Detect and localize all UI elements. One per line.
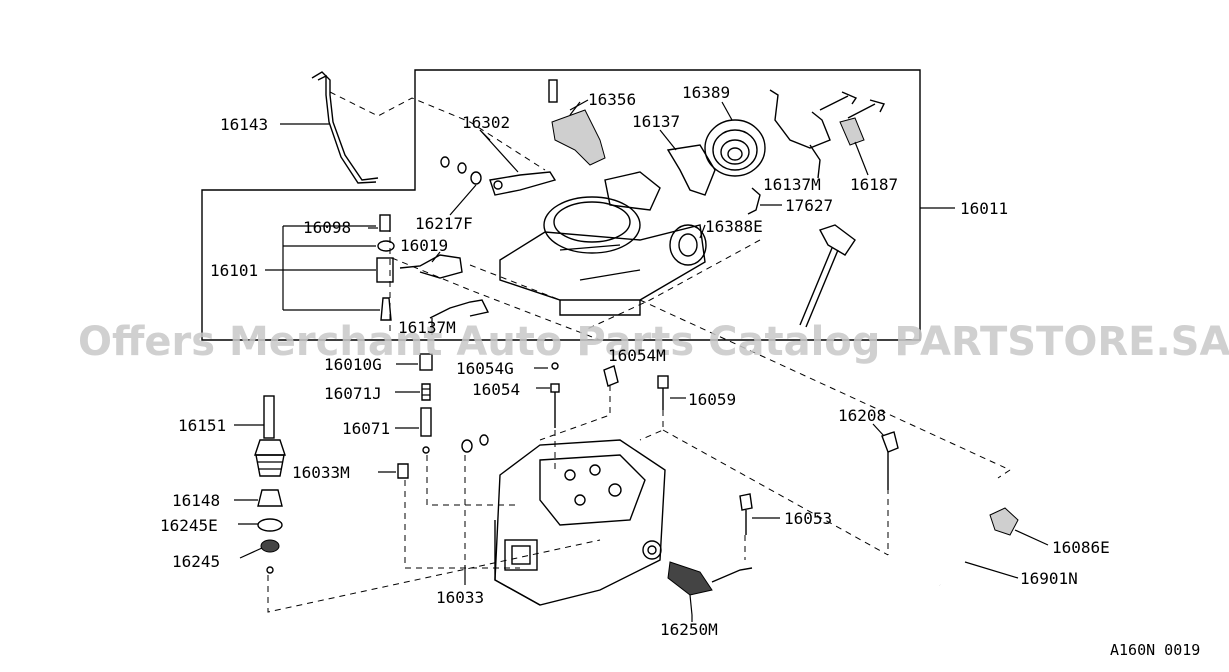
part-16208-lower [872,423,899,490]
part-16901n-hose [938,464,1001,586]
label-16388e: 16388E [705,217,763,236]
part-16901n-hose-inner [937,462,1002,586]
label-16019: 16019 [400,236,448,255]
label-16137: 16137 [632,112,680,131]
label-16250m: 16250M [660,620,718,639]
part-16217f-washers [440,156,482,216]
leader-16019 [431,251,441,263]
label-17627: 17627 [785,196,833,215]
part-16086e-clip [989,507,1019,536]
part-16033-washers [461,434,489,453]
label-16137m-top: 16137M [763,175,821,194]
diagram-code: A160N 0019 [1110,641,1200,659]
label-16011: 16011 [960,199,1008,218]
label-16010g: 16010G [324,355,382,374]
leader-16187 [854,141,869,176]
label-16054m: 16054M [608,346,666,365]
label-16302: 16302 [462,113,510,132]
label-16208: 16208 [838,406,886,425]
label-16389: 16389 [682,83,730,102]
label-16054: 16054 [472,380,520,399]
leader-16086e [1014,529,1049,546]
part-16137m-bracket [769,89,831,179]
part-17627-clip [747,187,761,215]
label-16187: 16187 [850,175,898,194]
part-16356-bracket [548,79,606,166]
part-carburetor-top [499,171,707,316]
watermark-text: Offers Merchant Auto Parts Catalog PARTS… [78,319,1229,365]
label-16245e: 16245E [160,516,218,535]
label-16901n: 16901N [1020,569,1078,588]
dash-lines-lower [267,385,1011,613]
label-16071: 16071 [342,419,390,438]
part-screws-top-right [819,91,886,119]
part-16059-screw [657,375,686,410]
label-16137m-bottom: 16137M [398,318,456,337]
part-16137-gasket [666,144,716,196]
part-16137m-bottom [429,299,490,319]
label-16098: 16098 [303,218,351,237]
label-16151: 16151 [178,416,226,435]
label-16053: 16053 [784,509,832,528]
label-16071j: 16071J [324,384,382,403]
part-16054m-screw [603,365,619,387]
label-16217f: 16217F [415,214,473,233]
leader-16302 [479,129,491,141]
label-16033m: 16033M [292,463,350,482]
leader-16137 [659,129,677,151]
part-16053-screw [739,493,780,535]
dash-lines-top [329,91,546,171]
leader-16356 [569,101,581,116]
assembly-outline [201,69,921,341]
part-16143-rod [280,71,379,184]
part-16033m-screw [397,463,409,479]
part-carburetor-body [494,439,666,606]
label-16356: 16356 [588,90,636,109]
part-16054-screw [550,362,560,428]
part-16019-connector [399,254,463,279]
label-16086e: 16086E [1052,538,1110,557]
part-16208-sensor [799,224,856,328]
label-16059: 16059 [688,390,736,409]
part-16187-bracket [839,117,865,146]
label-16033: 16033 [436,588,484,607]
part-16302-lever [479,129,557,196]
leader-16901n [964,561,1019,579]
part-16389-diaphragm [704,101,766,177]
part-16250m-solenoid [667,561,753,616]
part-16151-pump [234,395,286,574]
leader-16388e [699,224,706,239]
label-16245: 16245 [172,552,220,571]
dash-lines-middle [389,215,1011,471]
part-16101-group [265,214,395,321]
label-16054g: 16054G [456,359,514,378]
label-16101: 16101 [210,261,258,280]
label-16143: 16143 [220,115,268,134]
part-jet-stack [395,353,433,454]
label-16148: 16148 [172,491,220,510]
